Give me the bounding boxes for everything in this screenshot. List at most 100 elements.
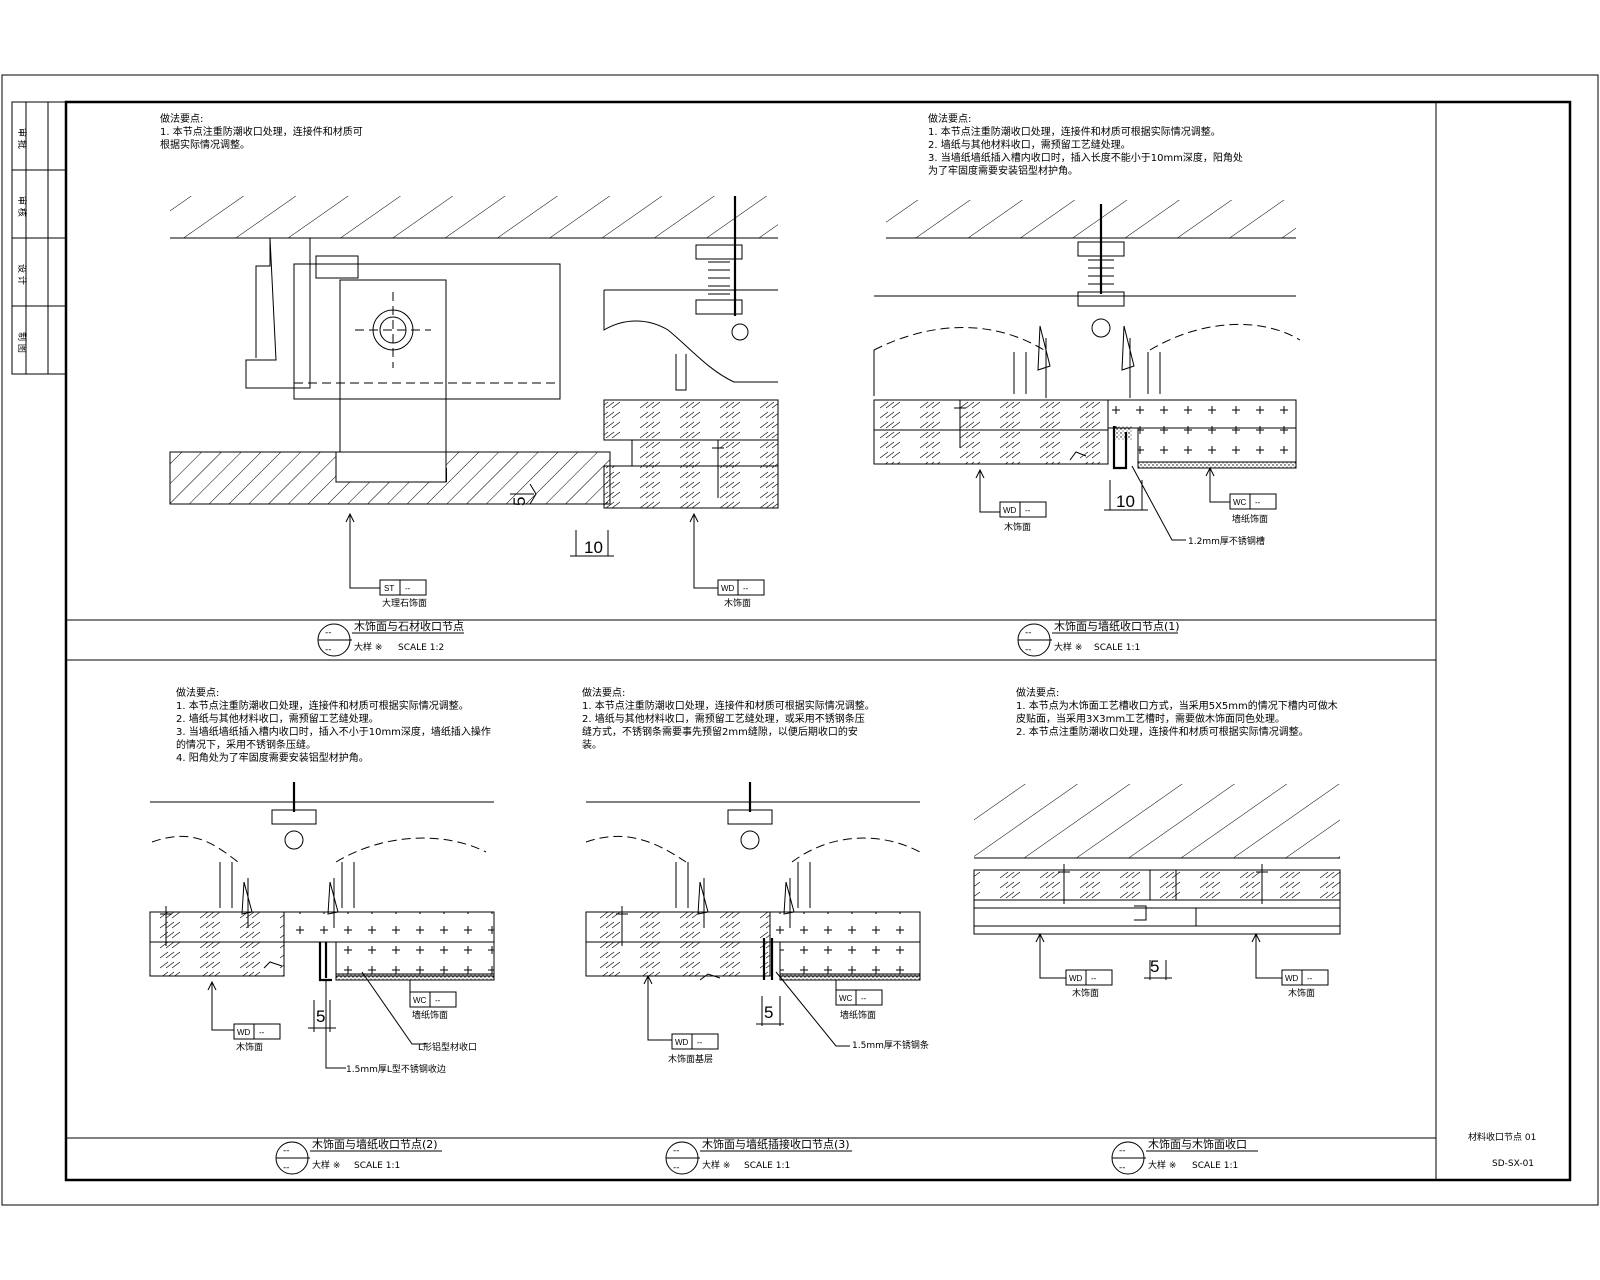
detail-2-title: 木饰面与墙纸收口节点(1) [1054, 619, 1180, 633]
detail-4-note-4: 装。 [582, 738, 602, 751]
detail-5-subtitle: 大样 ※ [1148, 1159, 1176, 1171]
detail-1: 做法要点: 1. 本节点注重防潮收口处理，连接件和材质可 根据实际情况调整。 [160, 112, 779, 657]
detail-4-subtitle: 大样 ※ [702, 1159, 730, 1171]
detail-3-note-1: 1. 本节点注重防潮收口处理，连接件和材质可根据实际情况调整。 [176, 699, 469, 712]
detail-1-tag-1-caption: 大理石饰面 [382, 597, 427, 609]
detail-5-tag-2-value: -- [1307, 974, 1313, 983]
detail-3-callout-1: L形铝型材收口 [418, 1041, 477, 1053]
detail-3-dim-5: 5 [316, 1007, 325, 1026]
detail-5-tag-1-caption: 木饰面 [1072, 987, 1099, 999]
detail-4-note-1: 1. 本节点注重防潮收口处理，连接件和材质可根据实际情况调整。 [582, 699, 875, 712]
detail-2-tag-1-caption: 木饰面 [1004, 521, 1031, 533]
detail-3-tag-2-caption: 木饰面 [236, 1041, 263, 1053]
detail-1-title: 木饰面与石材收口节点 [354, 619, 464, 633]
detail-4-caption-sheet: -- [673, 1163, 680, 1173]
detail-2: 做法要点: 1. 本节点注重防潮收口处理，连接件和材质可根据实际情况调整。 2.… [873, 112, 1301, 657]
detail-3-note-4: 的情况下，采用不锈钢条压缝。 [176, 738, 316, 751]
detail-1-note-1: 1. 本节点注重防潮收口处理，连接件和材质可 [160, 125, 363, 138]
left-title-strip: 审 批 审 核 设 计 制 图 [11, 101, 67, 375]
detail-2-tag-1-value: -- [1025, 506, 1031, 515]
detail-3-tag-1-code: WC [413, 996, 427, 1005]
drawing-frame [64, 100, 1572, 1182]
detail-3-scale: SCALE 1:1 [354, 1161, 400, 1171]
detail-5-title: 木饰面与木饰面收口 [1148, 1137, 1247, 1151]
detail-4-note-3: 缝方式，不锈钢条需要事先预留2mm缝隙，以便后期收口的安 [582, 725, 858, 738]
detail-4-callout-1: 1.5mm厚不锈钢条 [852, 1039, 929, 1051]
detail-5-note-3: 2. 本节点注重防潮收口处理，连接件和材质可根据实际情况调整。 [1016, 725, 1309, 738]
detail-2-note-2: 2. 墙纸与其他材料收口，需预留工艺缝处理。 [928, 138, 1131, 151]
detail-5-tag-1-code: WD [1069, 974, 1083, 983]
detail-4: 做法要点: 1. 本节点注重防潮收口处理，连接件和材质可根据实际情况调整。 2.… [582, 686, 929, 1175]
detail-1-dim-5: 5 [510, 497, 529, 506]
detail-2-dim-10: 10 [1116, 492, 1135, 511]
detail-5-notes-heading: 做法要点: [1016, 686, 1059, 699]
detail-1-notes-heading: 做法要点: [160, 112, 203, 125]
detail-2-tag-2-code: WC [1233, 498, 1247, 507]
detail-5: 做法要点: 1. 本节点为木饰面工艺槽收口方式，当采用5X5mm的情况下槽内可做… [973, 686, 1341, 1175]
detail-2-note-4: 为了牢固度需要安装铝型材护角。 [928, 164, 1078, 177]
detail-5-tag-2-caption: 木饰面 [1288, 987, 1315, 999]
detail-3-tag-2-value: -- [259, 1028, 265, 1037]
detail-5-note-2: 皮贴面，当采用3X3mm工艺槽时，需要做木饰面同色处理。 [1016, 712, 1285, 725]
detail-4-notes-heading: 做法要点: [582, 686, 625, 699]
detail-1-dim-10: 10 [584, 538, 603, 557]
detail-1-caption-sheet: -- [325, 645, 332, 655]
detail-1-tag-1-value: -- [405, 584, 411, 593]
detail-5-tag-1-value: -- [1091, 974, 1097, 983]
detail-2-tag-1-code: WD [1003, 506, 1017, 515]
detail-2-caption-index: -- [1025, 628, 1032, 638]
detail-5-tag-2-code: WD [1285, 974, 1299, 983]
detail-2-scale: SCALE 1:1 [1094, 643, 1140, 653]
detail-3-tag-1-value: -- [435, 996, 441, 1005]
detail-4-tag-2-value: -- [861, 994, 867, 1003]
detail-1-tag-2-value: -- [743, 584, 749, 593]
detail-3-note-5: 4. 阳角处为了牢固度需要安装铝型材护角。 [176, 751, 369, 764]
sheet-title: 材料收口节点 01 [1468, 1131, 1536, 1143]
detail-3-note-3: 3. 当墙纸墙纸插入槽内收口时，插入不小于10mm深度，墙纸插入操作 [176, 725, 491, 738]
strip-text-4: 制 图 [16, 332, 28, 353]
detail-1-subtitle: 大样 ※ [354, 641, 382, 653]
detail-2-note-3: 3. 当墙纸墙纸插入槽内收口时，插入长度不能小于10mm深度，阳角处 [928, 151, 1243, 164]
detail-4-tag-2-caption: 墙纸饰面 [840, 1009, 876, 1021]
outer-border [1, 74, 1599, 1206]
detail-5-note-1: 1. 本节点为木饰面工艺槽收口方式，当采用5X5mm的情况下槽内可做木 [1016, 699, 1338, 712]
detail-3-title: 木饰面与墙纸收口节点(2) [312, 1137, 438, 1151]
strip-text-2: 审 核 [16, 196, 28, 217]
detail-3-caption-sheet: -- [283, 1163, 290, 1173]
detail-1-scale: SCALE 1:2 [398, 643, 444, 653]
detail-4-note-2: 2. 墙纸与其他材料收口，需预留工艺缝处理，或采用不锈钢条压 [582, 712, 865, 725]
detail-4-dim-5: 5 [764, 1003, 773, 1022]
detail-4-tag-2-code: WC [839, 994, 853, 1003]
detail-3-note-2: 2. 墙纸与其他材料收口，需预留工艺缝处理。 [176, 712, 379, 725]
detail-3-callout-2: 1.5mm厚L型不锈钢收边 [346, 1063, 446, 1075]
detail-5-caption-sheet: -- [1119, 1163, 1126, 1173]
sheet-number: SD-SX-01 [1492, 1159, 1534, 1169]
detail-2-tag-2-value: -- [1255, 498, 1261, 507]
detail-5-dim-5: 5 [1150, 957, 1159, 976]
detail-3-caption-index: -- [283, 1146, 290, 1156]
detail-2-note-1: 1. 本节点注重防潮收口处理，连接件和材质可根据实际情况调整。 [928, 125, 1221, 138]
detail-4-scale: SCALE 1:1 [744, 1161, 790, 1171]
detail-3-tag-2-code: WD [237, 1028, 251, 1037]
detail-3-notes-heading: 做法要点: [176, 686, 219, 699]
detail-3-tag-1-caption: 墙纸饰面 [412, 1009, 448, 1021]
detail-4-title: 木饰面与墙纸插接收口节点(3) [702, 1137, 850, 1151]
strip-text-1: 审 批 [16, 128, 28, 149]
detail-3-subtitle: 大样 ※ [312, 1159, 340, 1171]
detail-3: 做法要点: 1. 本节点注重防潮收口处理，连接件和材质可根据实际情况调整。 2.… [149, 686, 495, 1175]
detail-4-tag-1-caption: 木饰面基层 [668, 1053, 713, 1065]
detail-2-caption-sheet: -- [1025, 645, 1032, 655]
detail-4-tag-1-value: -- [697, 1038, 703, 1047]
detail-1-tag-2-caption: 木饰面 [724, 597, 751, 609]
detail-5-caption-index: -- [1119, 1146, 1126, 1156]
detail-4-caption-index: -- [673, 1146, 680, 1156]
detail-1-note-2: 根据实际情况调整。 [160, 138, 250, 151]
detail-2-notes-heading: 做法要点: [928, 112, 971, 125]
detail-2-callout-1: 1.2mm厚不锈钢槽 [1188, 535, 1265, 547]
detail-5-scale: SCALE 1:1 [1192, 1161, 1238, 1171]
detail-2-tag-2-caption: 墙纸饰面 [1232, 513, 1268, 525]
detail-2-subtitle: 大样 ※ [1054, 641, 1082, 653]
detail-1-tag-1-code: ST [384, 584, 394, 593]
detail-1-caption-index: -- [325, 628, 332, 638]
